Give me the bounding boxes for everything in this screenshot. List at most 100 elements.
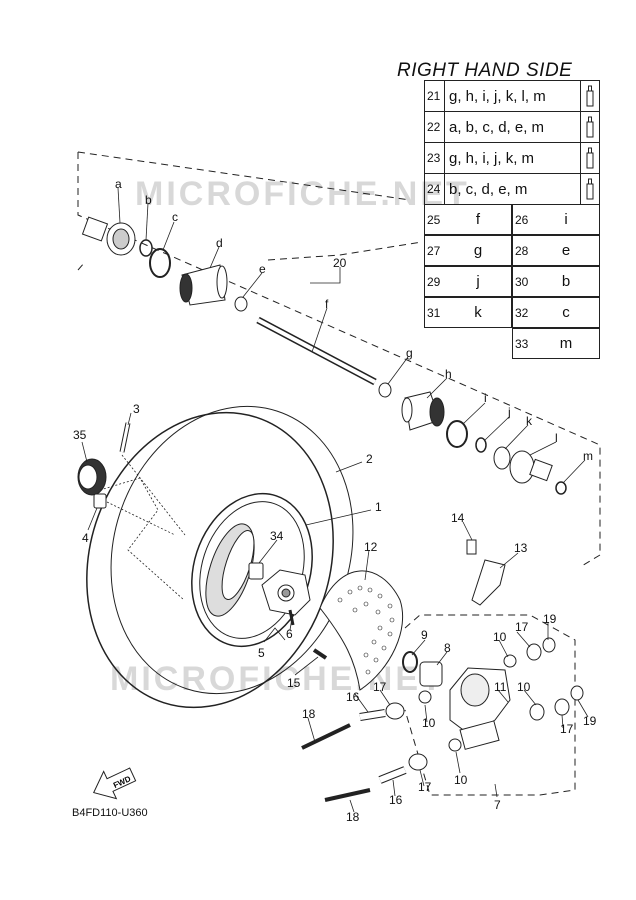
hub-cap <box>77 458 107 496</box>
grease-tube-icon <box>580 80 600 112</box>
boot-h <box>401 391 445 431</box>
kit-row-parts: a, b, c, d, e, m <box>444 111 581 143</box>
kit-pair-row: 33 m <box>424 328 600 360</box>
label-19b: 19 <box>583 714 597 728</box>
kit-pair-number: 32 <box>515 305 529 320</box>
label-17d: 17 <box>418 780 432 794</box>
kit-row-number: 21 <box>424 80 445 112</box>
label-16b: 16 <box>389 793 403 807</box>
kit-pair-value: m <box>559 335 573 352</box>
label-16a: 16 <box>346 690 360 704</box>
kit-pair-value: c <box>562 304 570 321</box>
kit-pair-value: k <box>474 304 482 321</box>
label-17c: 17 <box>560 722 574 736</box>
kit-row-number: 24 <box>424 173 445 205</box>
label-10a: 10 <box>493 630 507 644</box>
kit-pair-value: f <box>475 211 481 228</box>
grease-tube-icon <box>580 111 600 143</box>
kit-pair-value: i <box>564 211 568 228</box>
label-i: i <box>484 391 487 405</box>
kit-row-parts: g, h, i, j, k, m <box>444 142 581 174</box>
label-5: 5 <box>258 646 265 660</box>
bushings <box>385 637 584 771</box>
axle-nut <box>248 562 264 580</box>
kit-pair-value: b <box>561 273 571 290</box>
kit-row-number: 22 <box>424 111 445 143</box>
brake-disc <box>319 570 404 691</box>
label-b: b <box>145 193 152 207</box>
label-9: 9 <box>421 628 428 642</box>
label-17a: 17 <box>515 620 529 634</box>
kit-pair-value: j <box>476 273 480 290</box>
kit-pair-cell: 32 c <box>512 297 600 328</box>
label-34: 34 <box>270 529 284 543</box>
band-e <box>234 296 248 312</box>
label-13: 13 <box>514 541 528 555</box>
kit-pair-number: 27 <box>427 243 441 258</box>
kit-pair-number: 33 <box>515 336 529 351</box>
label-l: l <box>555 431 558 445</box>
label-f: f <box>325 297 329 311</box>
label-g: g <box>406 346 413 360</box>
label-7: 7 <box>494 798 501 812</box>
kit-pair-value: e <box>561 242 571 259</box>
driveshaft-frame <box>77 152 601 555</box>
kit-pair-cell: 33 m <box>512 328 600 359</box>
wheel-nut <box>93 493 107 509</box>
label-8: 8 <box>444 641 451 655</box>
label-10c: 10 <box>422 716 436 730</box>
label-10b: 10 <box>517 680 531 694</box>
label-12: 12 <box>364 540 378 554</box>
kit-pair-number: 26 <box>515 212 529 227</box>
kit-pair-empty <box>424 328 512 359</box>
axle-shaft-f <box>256 316 377 386</box>
label-e: e <box>259 262 266 276</box>
kit-row-parts: b, c, d, e, m <box>444 173 581 205</box>
label-c: c <box>172 210 178 224</box>
cv-joint-outer <box>81 216 136 256</box>
label-17b: 17 <box>373 680 387 694</box>
bolt-upper <box>301 723 351 750</box>
boot-band-c <box>149 248 171 278</box>
watermark-top: MICROFICHE.NET <box>135 175 470 213</box>
grease-tube-icon <box>580 142 600 174</box>
label-18a: 18 <box>302 707 316 721</box>
circlip-j <box>475 437 487 453</box>
label-h: h <box>445 367 452 381</box>
label-10d: 10 <box>454 773 468 787</box>
circlip-9 <box>402 651 418 673</box>
label-3: 3 <box>133 402 140 416</box>
label-20: 20 <box>333 256 347 270</box>
label-d: d <box>216 236 223 250</box>
label-k: k <box>526 414 532 428</box>
steering-knuckle <box>449 667 511 750</box>
fwd-arrow-icon: FWD <box>92 767 137 800</box>
tire-valve <box>119 422 131 453</box>
label-2: 2 <box>366 452 373 466</box>
kit-pair-cell: 29 j <box>424 266 512 297</box>
grease-tube-icon <box>580 173 600 205</box>
label-m: m <box>583 449 593 463</box>
label-6: 6 <box>286 627 293 641</box>
cv-joint-inner <box>509 450 553 484</box>
band-i <box>446 420 468 448</box>
label-19a: 19 <box>543 612 557 626</box>
watermark-bottom: MICROFICHE.NET <box>110 660 445 698</box>
kit-pair-cell: 26 i <box>512 204 600 235</box>
caliper-bracket <box>466 539 506 606</box>
kit-pair-number: 29 <box>427 274 441 289</box>
boot-d <box>179 264 228 306</box>
